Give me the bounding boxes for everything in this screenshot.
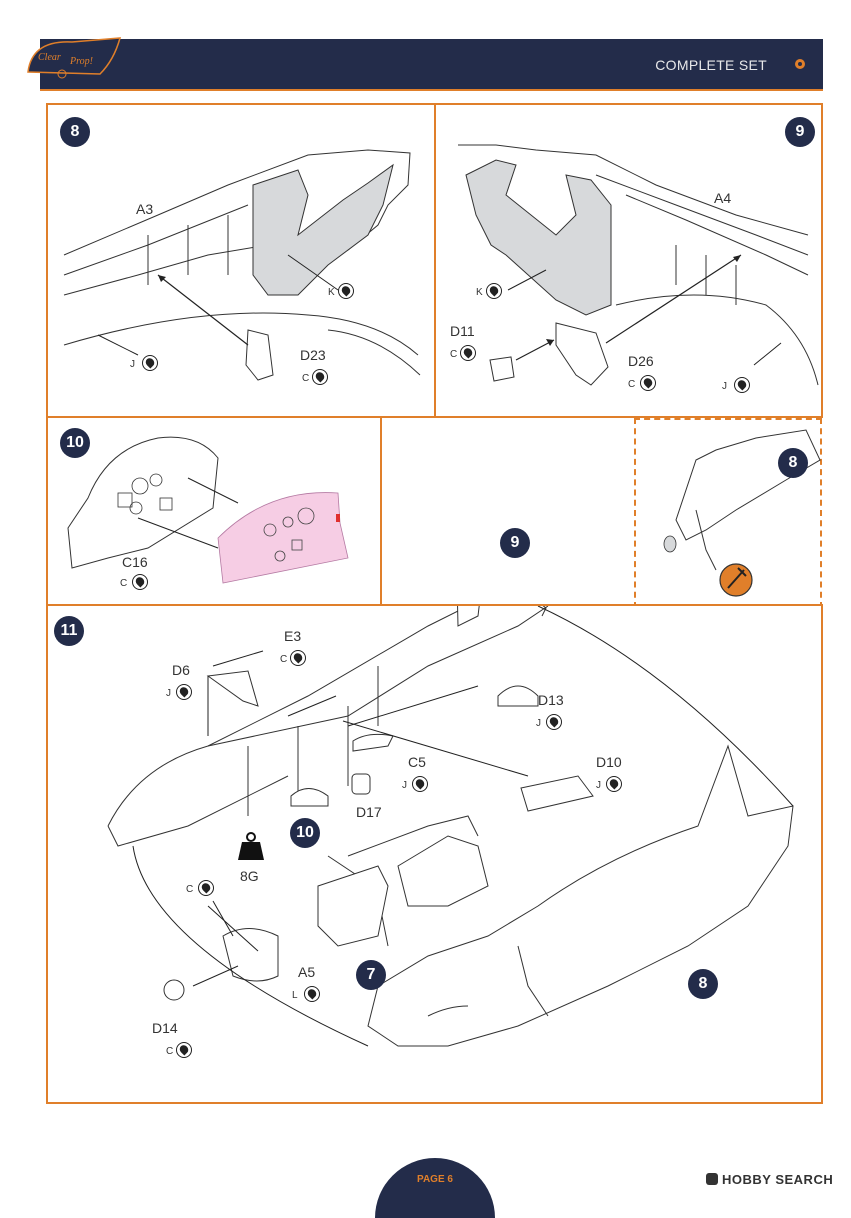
brand-logo: Clear Prop! xyxy=(22,30,122,86)
part-label-c: C xyxy=(186,884,194,895)
part-label-c: C xyxy=(628,379,636,390)
step-number-11: 11 xyxy=(54,616,84,646)
step-number-9: 9 xyxy=(785,117,815,147)
part-label-d17: D17 xyxy=(356,804,382,820)
part-label-d6: D6 xyxy=(172,662,190,678)
glue-icon xyxy=(132,574,148,590)
part-label-8g: 8G xyxy=(240,868,259,884)
part-label-a3: A3 xyxy=(136,201,154,217)
glue-icon xyxy=(176,684,192,700)
panel-step-9: 9 A4 K D11 C D26 C J xyxy=(434,103,823,418)
glue-icon xyxy=(304,986,320,1002)
ref-step-9: 9 xyxy=(500,528,530,558)
ref-step-10: 10 xyxy=(290,818,320,848)
part-label-c5: C5 xyxy=(408,754,426,770)
page-title: COMPLETE SET xyxy=(655,57,767,73)
glue-icon xyxy=(290,650,306,666)
part-label-c: C xyxy=(166,1046,174,1057)
part-label-c16: C16 xyxy=(122,554,148,570)
panel-step-11: 11 9 10 7 8 E3 C D6 J D13 J C5 J D10 J D… xyxy=(46,528,823,1104)
part-label-j: J xyxy=(130,359,135,370)
weight-icon xyxy=(238,832,264,860)
ref-step-7: 7 xyxy=(356,960,386,990)
step-number-10: 10 xyxy=(60,428,90,458)
panel-step-8: 8 A3 K J D23 C xyxy=(46,103,436,418)
part-label-d11: D11 xyxy=(450,323,475,339)
header-bar: COMPLETE SET xyxy=(40,39,823,91)
part-label-l: L xyxy=(292,990,298,1001)
part-label-c: C xyxy=(450,349,458,360)
step-9-drawing xyxy=(458,144,819,386)
page-tab: PAGE 6 xyxy=(375,1158,495,1218)
ref-step-8: 8 xyxy=(688,969,718,999)
panel-detail-8: 8 xyxy=(634,418,822,608)
glue-icon xyxy=(338,283,354,299)
part-label-k: K xyxy=(328,287,335,298)
glue-icon xyxy=(142,355,158,371)
step-number-8: 8 xyxy=(60,117,90,147)
glue-label-c: C xyxy=(280,654,288,665)
part-label-d23: D23 xyxy=(300,347,326,363)
step-11-drawing xyxy=(107,606,794,1047)
glue-icon xyxy=(640,375,656,391)
part-label-d13: D13 xyxy=(538,692,564,708)
part-label-c: C xyxy=(120,578,128,589)
part-label-j: J xyxy=(536,718,541,729)
glue-icon xyxy=(460,345,476,361)
glue-icon xyxy=(312,369,328,385)
hobby-search-icon xyxy=(706,1173,718,1185)
watermark: HOBBY SEARCH xyxy=(706,1172,833,1187)
svg-text:Clear: Clear xyxy=(38,52,61,63)
part-label-d26: D26 xyxy=(628,353,654,369)
part-label-j: J xyxy=(596,780,601,791)
glue-icon xyxy=(412,776,428,792)
glue-icon xyxy=(606,776,622,792)
part-label-a4: A4 xyxy=(714,190,732,206)
part-label-d10: D10 xyxy=(596,754,622,770)
part-label-j: J xyxy=(166,688,171,699)
part-label-c: C xyxy=(302,373,310,384)
glue-icon xyxy=(734,377,750,393)
part-label-e3: E3 xyxy=(284,628,302,644)
part-label-a5: A5 xyxy=(298,964,316,980)
glue-icon xyxy=(486,283,502,299)
part-label-k: K xyxy=(476,287,483,298)
bullet-icon xyxy=(795,59,805,69)
glue-icon xyxy=(176,1042,192,1058)
part-label-j: J xyxy=(402,780,407,791)
glue-icon xyxy=(546,714,562,730)
panel-step-10: 10 C16 C xyxy=(46,416,382,606)
step-10-drawing xyxy=(67,436,349,584)
page-number: PAGE 6 xyxy=(417,1174,453,1185)
step-number-detail: 8 xyxy=(778,448,808,478)
glue-icon xyxy=(198,880,214,896)
svg-text:Prop!: Prop! xyxy=(69,56,93,67)
step-8-drawing xyxy=(63,149,421,381)
part-label-j: J xyxy=(722,381,727,392)
watermark-text: HOBBY SEARCH xyxy=(722,1172,834,1187)
part-label-d14: D14 xyxy=(152,1020,178,1036)
